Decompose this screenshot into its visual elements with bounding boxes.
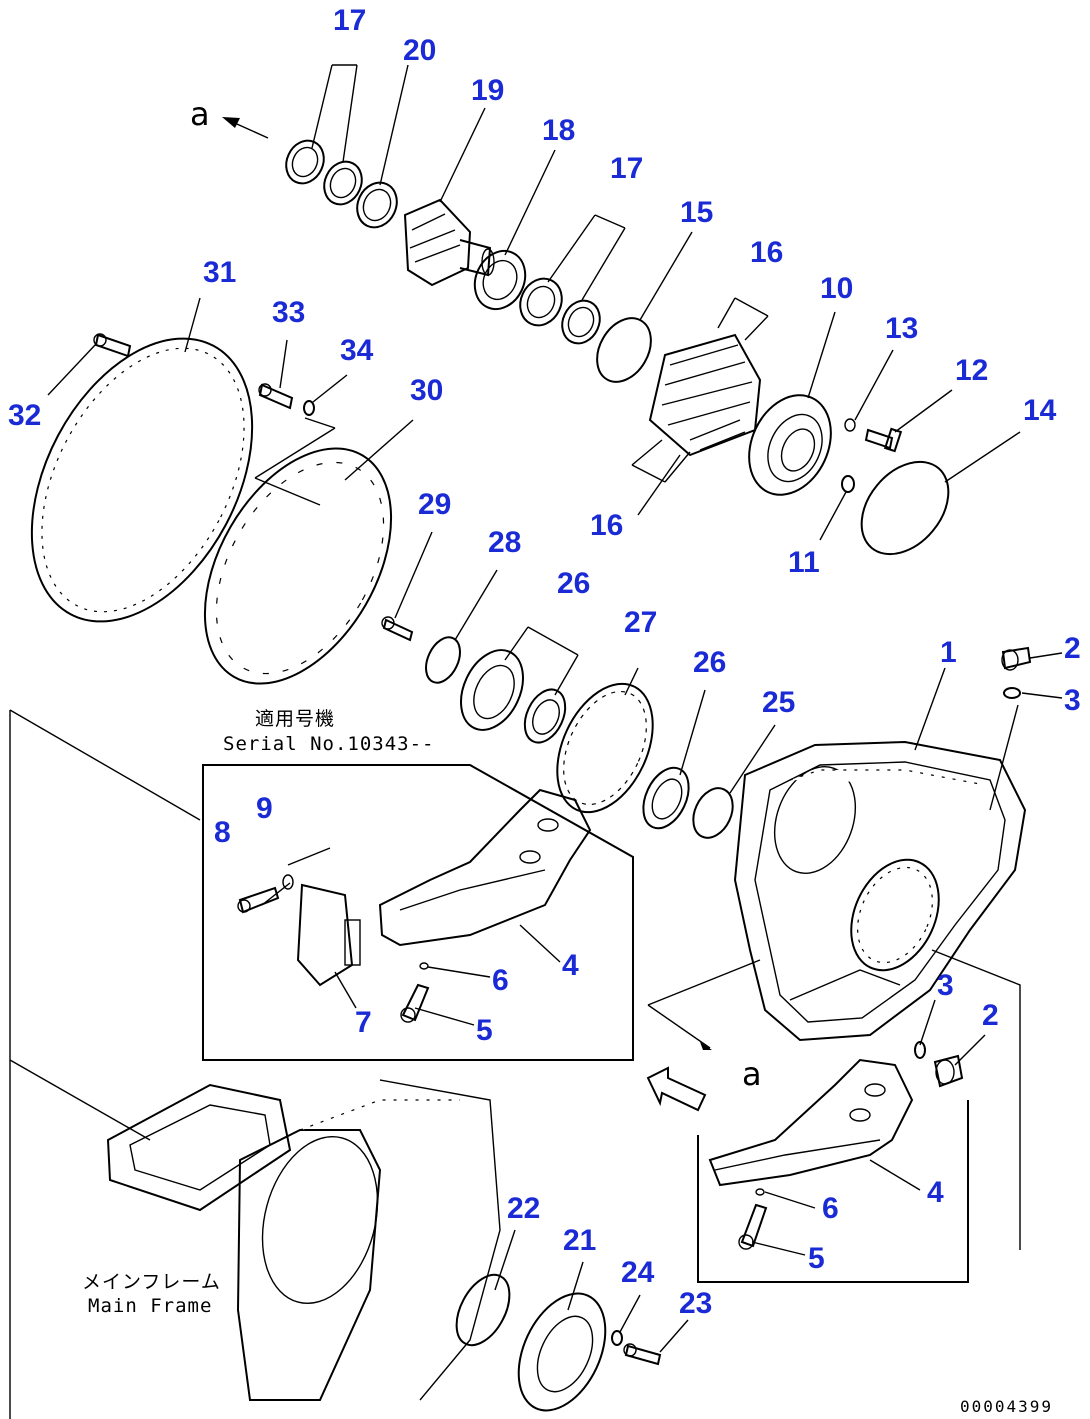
part-14-o-ring — [860, 460, 950, 556]
callout-29: 29 — [418, 488, 451, 521]
callout-6-inset: 6 — [492, 964, 509, 997]
callout-15: 15 — [680, 196, 713, 229]
callout-28: 28 — [488, 526, 521, 559]
view-a-arrow-bottom — [646, 959, 761, 1112]
callout-5-inset: 5 — [476, 1014, 493, 1047]
serial-variant-inset-box — [202, 764, 634, 1061]
callout-10: 10 — [820, 272, 853, 305]
part-17-lower-ring-a — [519, 277, 563, 327]
callout-8: 8 — [214, 816, 231, 849]
part-27-gear — [556, 682, 654, 814]
callout-20: 20 — [403, 34, 436, 67]
callout-24: 24 — [621, 1256, 655, 1289]
part-32-bolt — [93, 333, 132, 358]
drawing-number: 00004399 — [960, 1397, 1053, 1416]
callout-32: 32 — [8, 399, 41, 432]
callout-4-inset: 4 — [562, 949, 579, 982]
part-33-bolt — [258, 383, 294, 410]
main-frame — [106, 1079, 501, 1401]
callout-23: 23 — [679, 1287, 712, 1320]
part-10-housing — [748, 394, 832, 496]
callout-18: 18 — [542, 114, 575, 147]
callout-26-lower: 26 — [693, 646, 726, 679]
main-frame-caption-jp: メインフレーム — [82, 1271, 221, 1293]
serial-caption-jp: 適用号機 — [255, 708, 335, 730]
part-18-bearing — [473, 249, 527, 311]
part-17-lower-ring-b — [561, 299, 601, 345]
part-31-ring-gear — [30, 337, 254, 623]
part-25-ring — [692, 787, 734, 839]
serial-caption-en: Serial No.10343-- — [223, 733, 434, 755]
part-24-washer — [611, 1330, 623, 1346]
part-17-upper-ring-a — [285, 139, 325, 185]
callout-14: 14 — [1023, 394, 1057, 427]
part-11-plug — [841, 475, 855, 493]
view-a-label-top: a — [190, 95, 210, 133]
part-2-plug-upper — [1001, 646, 1032, 671]
part-19-gear-shaft — [403, 198, 495, 287]
callout-17-upper: 17 — [333, 4, 366, 37]
view-a-arrow-top — [222, 117, 269, 139]
part-15-o-ring — [596, 317, 652, 383]
part-20-ring — [356, 181, 398, 229]
callout-1: 1 — [940, 636, 957, 669]
callout-31: 31 — [203, 256, 236, 289]
callout-22: 22 — [507, 1192, 540, 1225]
part-1-case — [733, 740, 1027, 1042]
callout-16-upper: 16 — [750, 236, 783, 269]
right-bracket-box — [697, 1058, 969, 1283]
callout-27: 27 — [624, 606, 657, 639]
part-3-washer-lower — [914, 1041, 926, 1059]
part-22-o-ring — [455, 1273, 511, 1347]
main-frame-caption-en: Main Frame — [88, 1295, 212, 1317]
part-23-bolt — [623, 1343, 662, 1366]
callout-4-lower: 4 — [927, 1176, 944, 1209]
part-34-washer — [303, 400, 315, 416]
part-21-cover — [517, 1292, 607, 1412]
callout-21: 21 — [563, 1224, 596, 1257]
callout-33: 33 — [272, 296, 305, 329]
callout-2-upper: 2 — [1064, 632, 1081, 665]
part-16-bearing-assembly — [648, 333, 762, 457]
callout-5-lower: 5 — [808, 1242, 825, 1275]
frame-boundary-lines — [9, 709, 1021, 1419]
callout-7: 7 — [355, 1006, 372, 1039]
callout-19: 19 — [471, 74, 504, 107]
part-28-cap — [425, 636, 461, 684]
part-17-upper-ring-b — [323, 160, 363, 206]
part-3-washer-upper — [1003, 687, 1021, 699]
leader-lines — [47, 64, 1063, 1353]
callout-17-lower: 17 — [610, 152, 643, 185]
part-26-bearing-upper — [460, 649, 524, 731]
part-13-washer — [844, 418, 856, 432]
callout-25: 25 — [762, 686, 795, 719]
callout-2-lower: 2 — [982, 999, 999, 1032]
callout-26-upper: 26 — [557, 567, 590, 600]
callout-11: 11 — [788, 546, 820, 579]
part-26-bearing-race — [523, 688, 567, 744]
callout-9: 9 — [256, 792, 273, 825]
callout-6-lower: 6 — [822, 1192, 839, 1225]
part-29-bolt — [381, 616, 414, 642]
part-2-plug-lower — [933, 1054, 964, 1088]
callout-3-lower: 3 — [937, 969, 954, 1002]
callout-3-upper: 3 — [1064, 684, 1081, 717]
view-a-label-bottom: a — [742, 1055, 762, 1093]
callout-12: 12 — [955, 354, 988, 387]
callout-16-lower: 16 — [590, 509, 623, 542]
callout-13: 13 — [885, 312, 918, 345]
callout-30: 30 — [410, 374, 443, 407]
part-26-bearing-lower — [642, 766, 690, 830]
callout-numbers: 17 20 19 18 17 15 16 16 10 13 12 14 11 3… — [8, 4, 1081, 1320]
callout-34: 34 — [340, 334, 374, 367]
